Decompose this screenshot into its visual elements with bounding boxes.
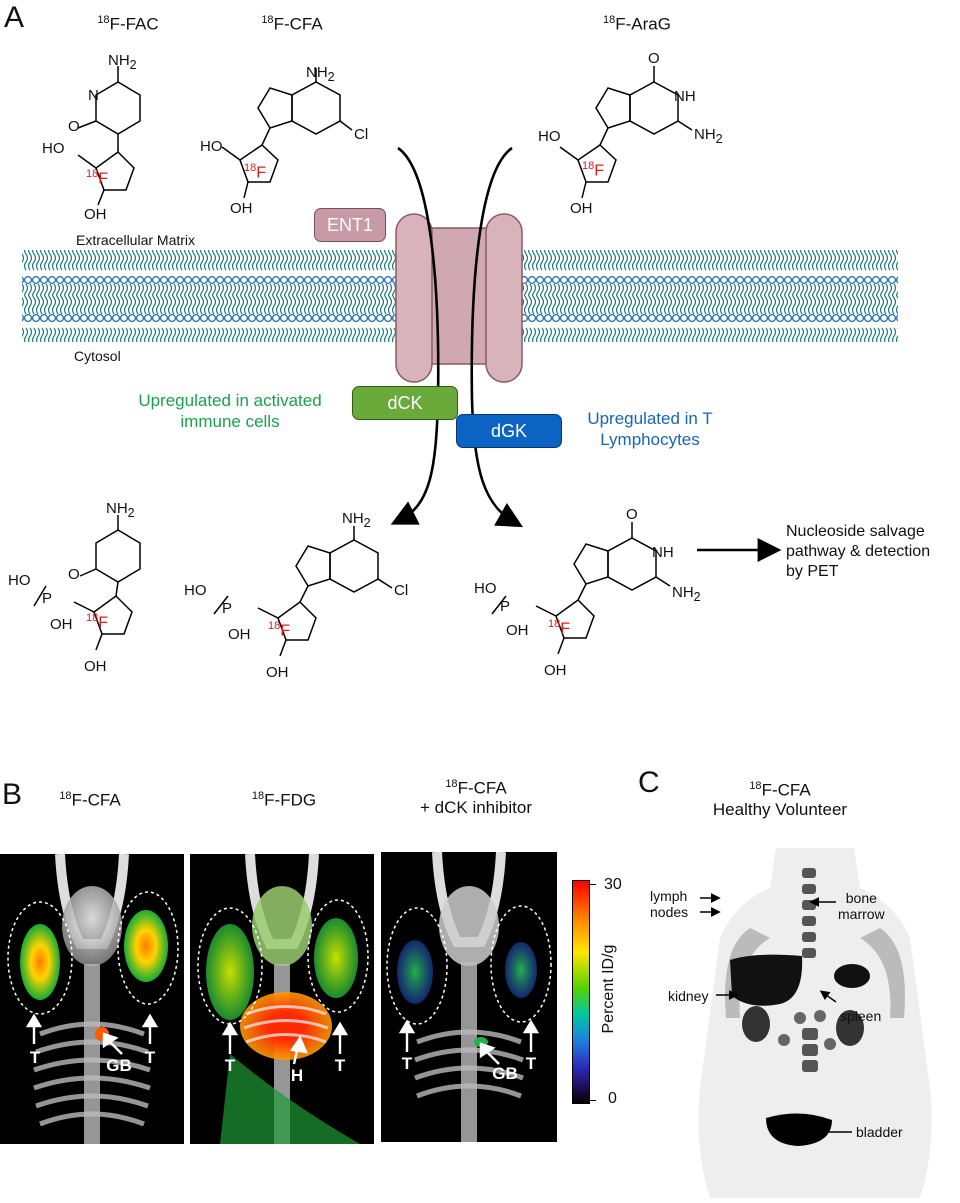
- pet1-marker-gb: GB: [106, 1056, 132, 1075]
- label-kidney: kidney: [668, 988, 709, 1004]
- cfa-cl: Cl: [354, 126, 369, 143]
- colorbar-tick-top: [588, 884, 596, 885]
- parag-ho: HO: [474, 580, 497, 597]
- pcfa-oh: OH: [228, 626, 251, 643]
- pcfa-cl: Cl: [394, 582, 409, 599]
- parag-o: O: [626, 506, 638, 523]
- parag-oh: OH: [506, 622, 529, 639]
- cfa-ho: HO: [200, 138, 223, 155]
- arag-nh: NH: [674, 88, 696, 105]
- compound-title-cfa: 18F-CFA: [261, 14, 323, 34]
- molecule-cfa: [221, 68, 353, 199]
- pfac-ho: HO: [8, 572, 31, 589]
- cfa-nh2: NH2: [306, 64, 335, 84]
- pet-image-cfa-inhibitor: [381, 852, 557, 1142]
- fac-ho: HO: [42, 140, 65, 157]
- colorbar: [572, 880, 590, 1104]
- pet2-marker-t-left: T: [224, 1056, 236, 1075]
- extracellular-label: Extracellular Matrix: [76, 232, 196, 248]
- arag-ho: HO: [538, 128, 561, 145]
- compound-title-fac: 18F-FAC: [97, 14, 159, 34]
- panel-b-label: B: [2, 778, 23, 811]
- dgk-enzyme: dGK: [456, 414, 562, 448]
- panel-a-label: A: [4, 1, 25, 34]
- molecule-arag: [559, 66, 693, 199]
- label-lymph-nodes: lymph nodes: [650, 888, 689, 921]
- pet3-marker-t-right: T: [525, 1054, 537, 1073]
- label-bone-marrow: bone marrow: [838, 890, 885, 923]
- parag-oh2: OH: [544, 662, 567, 679]
- pcfa-oh2: OH: [266, 664, 289, 681]
- arag-o: O: [648, 50, 660, 67]
- pet-human-title: 18F-CFA Healthy Volunteer: [712, 780, 848, 820]
- cfa-fluorine: 18F: [244, 162, 267, 182]
- molecule-arag-phosphate: [491, 522, 671, 655]
- parag-nh: NH: [652, 544, 674, 561]
- parag-fluorine: 18F: [548, 618, 571, 638]
- arag-oh: OH: [570, 200, 593, 217]
- pfac-fluorine: 18F: [86, 612, 109, 632]
- parag-p: P: [500, 598, 511, 615]
- fac-oh: OH: [84, 206, 107, 223]
- pathway-diagram: [22, 66, 898, 657]
- pfac-p: P: [42, 590, 53, 607]
- transport-arrow-right: [470, 146, 524, 528]
- pet-title-2: 18F-FDG: [251, 790, 317, 810]
- pet-title-1: 18F-CFA: [59, 790, 121, 810]
- pfac-oh: OH: [50, 616, 73, 633]
- colorbar-label: Percent ID/g: [600, 944, 617, 1034]
- cytosol-label: Cytosol: [74, 348, 121, 364]
- colorbar-min: 0: [608, 1090, 617, 1107]
- pet1-marker-t-left: T: [29, 1048, 41, 1067]
- label-spleen: spleen: [840, 1008, 882, 1024]
- pfac-o: O: [68, 566, 80, 583]
- pet1-marker-t-right: T: [144, 1048, 156, 1067]
- pcfa-p: P: [222, 600, 233, 617]
- label-bladder: bladder: [856, 1124, 903, 1140]
- pet-image-fdg: [190, 854, 374, 1144]
- transport-arrow-left: [390, 146, 440, 525]
- compound-title-arag: 18F-AraG: [603, 14, 671, 34]
- upregulated-immune-text: Upregulated in activated immune cells: [138, 391, 322, 432]
- nucleoside-salvage-text: Nucleoside salvage pathway & detection b…: [786, 523, 931, 580]
- pcfa-fluorine: 18F: [268, 620, 291, 640]
- molecule-cfa-phosphate: [213, 526, 393, 657]
- arag-nh2: NH2: [694, 126, 723, 146]
- pet2-marker-t-right: T: [334, 1056, 346, 1075]
- human-annotations: [700, 893, 852, 1137]
- fac-n: N: [88, 87, 99, 104]
- pfac-nh2: NH2: [106, 500, 135, 520]
- ent1-transporter: [395, 213, 523, 383]
- fac-fluorine: 18F: [86, 168, 109, 188]
- cfa-oh: OH: [230, 200, 253, 217]
- molecule-fac-phosphate: [33, 515, 141, 651]
- fac-nh2: NH2: [108, 52, 137, 72]
- colorbar-tick-bottom: [588, 1100, 596, 1101]
- pet3-marker-t-left: T: [401, 1054, 413, 1073]
- fac-o: O: [68, 118, 80, 135]
- pcfa-ho: HO: [184, 582, 207, 599]
- panel-c-label: C: [638, 766, 660, 799]
- pcfa-nh2: NH2: [342, 510, 371, 530]
- molecule-fac: [77, 66, 141, 206]
- ent1-label: ENT1: [314, 208, 386, 242]
- colorbar-max: 30: [604, 876, 622, 893]
- pet-title-3: 18F-CFA + dCK inhibitor: [420, 778, 532, 818]
- upregulated-t-text: Upregulated in T Lymphocytes: [587, 409, 713, 450]
- dck-enzyme: dCK: [352, 386, 458, 420]
- pfac-oh2: OH: [84, 658, 107, 675]
- pet3-marker-gb: GB: [492, 1064, 518, 1083]
- pet2-marker-h: H: [290, 1066, 304, 1085]
- parag-nh2: NH2: [672, 584, 701, 604]
- pet-image-cfa: [0, 854, 184, 1144]
- arag-fluorine: 18F: [582, 160, 605, 180]
